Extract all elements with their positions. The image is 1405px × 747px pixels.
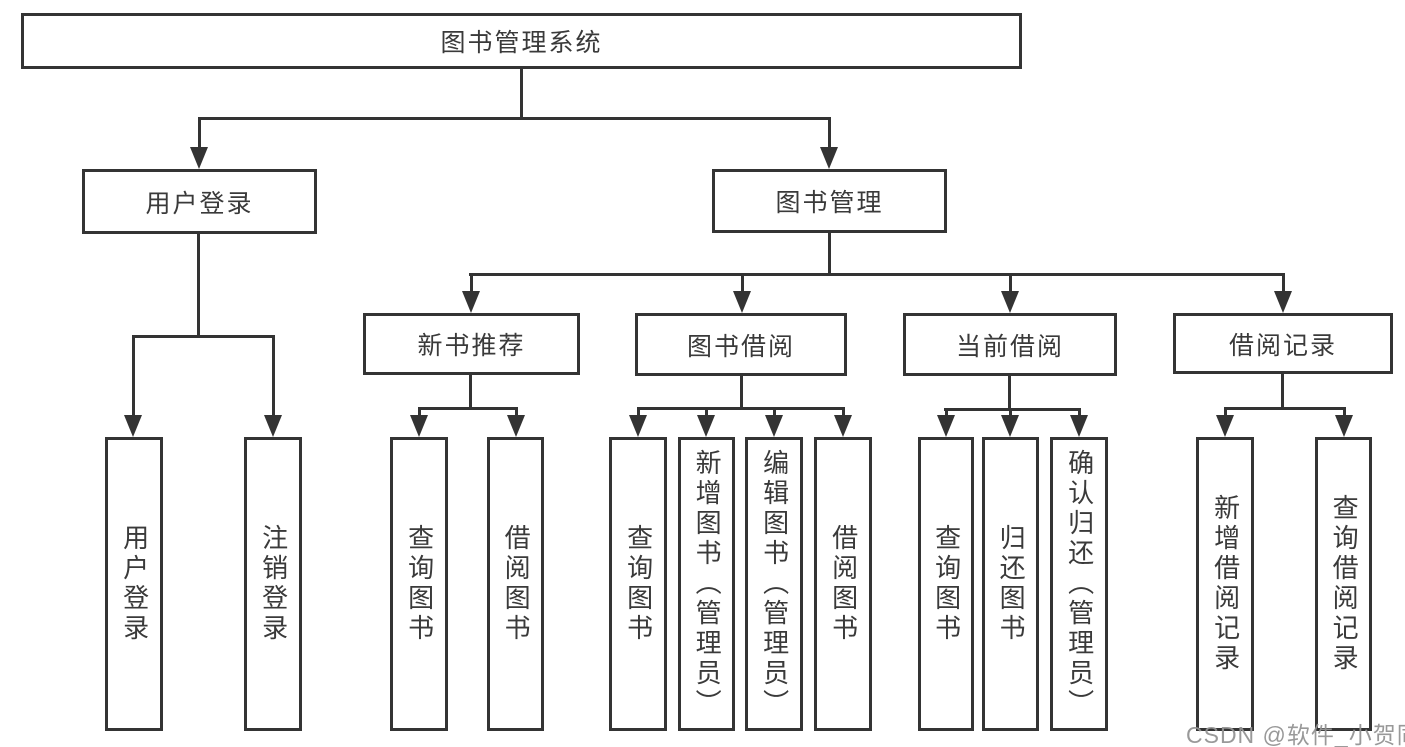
connector-line bbox=[637, 407, 845, 410]
node-book-management: 图书管理 bbox=[712, 169, 947, 233]
arrow-shaft bbox=[514, 407, 518, 419]
leaf-query-book-borrow: 查询图书 bbox=[609, 437, 667, 731]
node-root: 图书管理系统 bbox=[21, 13, 1022, 69]
connector-line bbox=[828, 233, 831, 273]
leaf-query-borrow-record: 查询借阅记录 bbox=[1315, 437, 1372, 731]
arrow-shaft bbox=[1077, 408, 1081, 419]
arrowhead-icon bbox=[124, 415, 142, 437]
arrow-shaft bbox=[944, 408, 948, 419]
leaf-edit-book-admin: 编辑图书（管理员） bbox=[745, 437, 803, 731]
connector-line bbox=[132, 335, 275, 338]
arrowhead-icon bbox=[937, 415, 955, 437]
arrow-shaft bbox=[1008, 273, 1012, 295]
arrow-shaft bbox=[1008, 408, 1012, 419]
arrow-shaft bbox=[772, 407, 776, 419]
leaf-borrow-book: 借阅图书 bbox=[814, 437, 872, 731]
arrowhead-icon bbox=[820, 147, 838, 169]
node-new-book-recommend: 新书推荐 bbox=[363, 313, 580, 375]
node-current-borrow: 当前借阅 bbox=[903, 313, 1117, 376]
arrowhead-icon bbox=[264, 415, 282, 437]
connector-line bbox=[418, 407, 517, 410]
arrow-shaft bbox=[1281, 273, 1285, 295]
arrowhead-icon bbox=[697, 415, 715, 437]
arrow-shaft bbox=[469, 273, 473, 295]
leaf-logout-login: 注销登录 bbox=[244, 437, 302, 731]
arrowhead-icon bbox=[190, 147, 208, 169]
connector-line bbox=[740, 376, 743, 407]
leaf-add-book-admin: 新增图书（管理员） bbox=[678, 437, 735, 731]
leaf-return-book: 归还图书 bbox=[982, 437, 1039, 731]
arrow-shaft bbox=[417, 407, 421, 419]
arrow-shaft bbox=[704, 407, 708, 419]
leaf-query-book-recommend: 查询图书 bbox=[390, 437, 448, 731]
arrow-shaft bbox=[197, 117, 201, 149]
connector-line bbox=[1224, 407, 1345, 410]
connector-line bbox=[944, 408, 1081, 411]
connector-line bbox=[1008, 376, 1011, 408]
node-book-borrow: 图书借阅 bbox=[635, 313, 847, 376]
leaf-borrow-book-recommend: 借阅图书 bbox=[487, 437, 544, 731]
arrowhead-icon bbox=[1216, 415, 1234, 437]
arrow-shaft bbox=[1342, 407, 1346, 419]
arrowhead-icon bbox=[733, 291, 751, 313]
arrowhead-icon bbox=[834, 415, 852, 437]
connector-line bbox=[1281, 374, 1284, 407]
arrow-shaft bbox=[1223, 407, 1227, 419]
arrowhead-icon bbox=[410, 415, 428, 437]
connector-line bbox=[469, 375, 472, 407]
leaf-user-login: 用户登录 bbox=[105, 437, 163, 731]
arrow-shaft bbox=[740, 273, 744, 295]
arrow-shaft bbox=[271, 335, 275, 419]
arrowhead-icon bbox=[1335, 415, 1353, 437]
connector-line bbox=[197, 234, 200, 335]
arrowhead-icon bbox=[1001, 415, 1019, 437]
arrow-shaft bbox=[827, 117, 831, 149]
watermark: CSDN @软件_小贺同学 bbox=[1186, 722, 1405, 747]
node-borrow-records: 借阅记录 bbox=[1173, 313, 1393, 374]
arrow-shaft bbox=[841, 407, 845, 419]
node-user-login: 用户登录 bbox=[82, 169, 317, 234]
connector-line bbox=[198, 117, 831, 120]
leaf-confirm-return-admin: 确认归还（管理员） bbox=[1050, 437, 1108, 731]
arrowhead-icon bbox=[462, 291, 480, 313]
arrow-shaft bbox=[636, 407, 640, 419]
arrowhead-icon bbox=[629, 415, 647, 437]
arrowhead-icon bbox=[765, 415, 783, 437]
arrow-shaft bbox=[131, 335, 135, 419]
connector-line bbox=[520, 69, 523, 117]
arrowhead-icon bbox=[1070, 415, 1088, 437]
connector-line bbox=[469, 273, 1285, 276]
leaf-add-borrow-record: 新增借阅记录 bbox=[1196, 437, 1254, 731]
arrowhead-icon bbox=[507, 415, 525, 437]
arrowhead-icon bbox=[1001, 291, 1019, 313]
leaf-query-book-current: 查询图书 bbox=[918, 437, 974, 731]
arrowhead-icon bbox=[1274, 291, 1292, 313]
